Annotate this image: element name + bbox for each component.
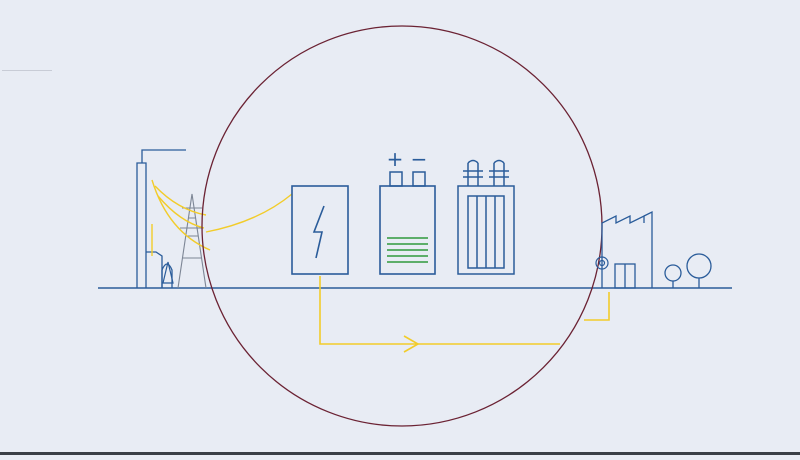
tree-icon xyxy=(162,261,174,284)
bottom-border xyxy=(0,452,800,455)
gear-icon xyxy=(595,256,609,270)
battery-plus-minus-icon: + − xyxy=(379,147,436,275)
tree-icon-right xyxy=(664,253,712,288)
inverter-lightning-icon xyxy=(291,185,349,275)
battery-minus-label: − xyxy=(411,147,428,171)
transformer-icon xyxy=(457,159,515,275)
battery-charge-level xyxy=(387,237,428,263)
caption-placeholder xyxy=(2,68,52,73)
power-cables xyxy=(151,179,293,256)
energy-flow-line xyxy=(319,276,610,353)
factory-icon xyxy=(601,210,653,289)
battery-plus-label: + xyxy=(387,147,404,171)
